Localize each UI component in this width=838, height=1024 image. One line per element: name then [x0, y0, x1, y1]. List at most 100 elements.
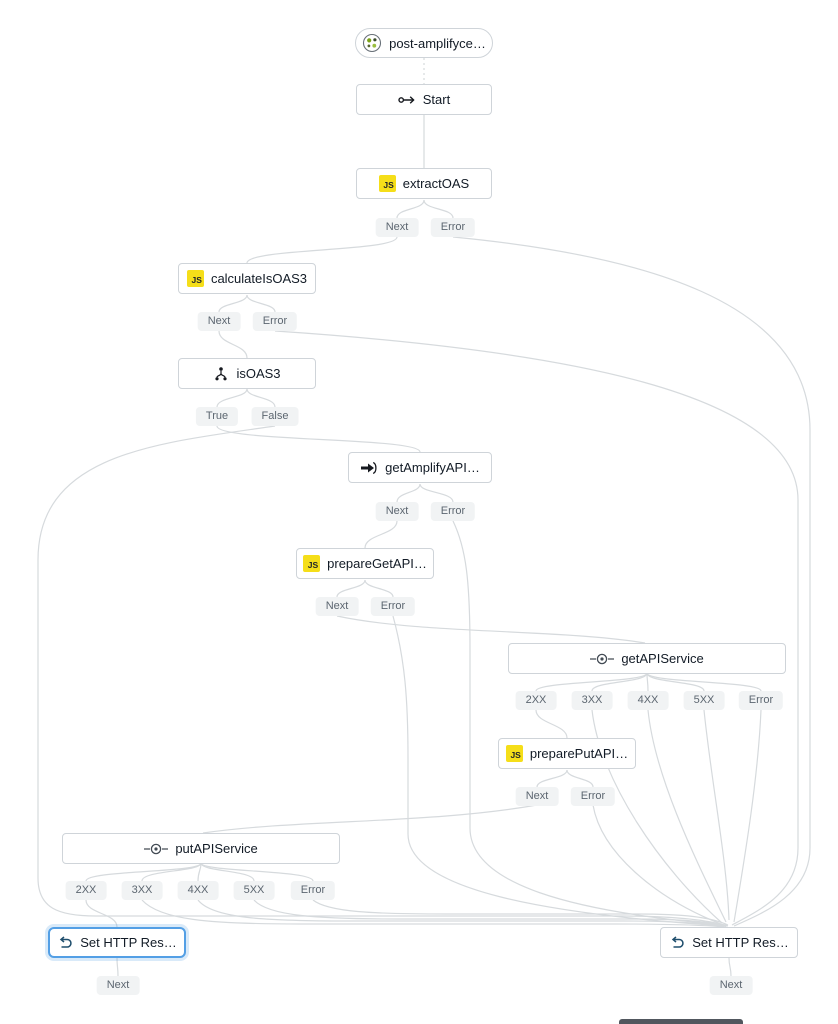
edge	[452, 520, 727, 926]
node-label: preparePutAPI…	[529, 746, 629, 761]
edge	[312, 899, 729, 926]
node-label: Set HTTP Res…	[692, 935, 789, 950]
edge	[141, 899, 727, 928]
edge	[85, 899, 118, 928]
node-extract-oas[interactable]: JS extractOAS	[356, 168, 492, 199]
edge-stub	[216, 388, 248, 408]
port-chip-true[interactable]: True	[195, 407, 239, 426]
api-call-icon	[590, 652, 615, 666]
floating-panel-edge	[619, 1019, 743, 1024]
workflow-trigger-node[interactable]: post-amplifyce…	[355, 28, 493, 58]
node-set-http-response-left[interactable]: Set HTTP Res…	[48, 927, 186, 958]
port-chip-4xx[interactable]: 4XX	[627, 691, 669, 710]
edge-stub	[200, 862, 314, 882]
node-label: prepareGetAPI…	[327, 556, 427, 571]
edge-stub	[200, 862, 255, 882]
node-start[interactable]: Start	[356, 84, 492, 115]
port-chip-next[interactable]: Next	[709, 976, 753, 995]
port-chip-next[interactable]: Next	[375, 218, 419, 237]
choice-icon	[213, 366, 229, 382]
edge	[535, 709, 568, 739]
edge	[733, 709, 762, 923]
edge-stub	[646, 672, 762, 692]
node-label: getAmplifyAPI…	[385, 460, 480, 475]
node-label: Start	[422, 92, 451, 107]
edge-stub	[535, 672, 648, 692]
edge-stub	[728, 957, 732, 977]
edge-stub	[396, 199, 425, 219]
response-icon	[669, 935, 685, 950]
port-chip-next[interactable]: Next	[96, 976, 140, 995]
edge	[218, 330, 248, 359]
node-set-http-response-right[interactable]: Set HTTP Res…	[660, 927, 798, 958]
port-chip-error[interactable]: Error	[370, 597, 416, 616]
port-chip-error[interactable]: Error	[738, 691, 784, 710]
edge	[246, 236, 398, 264]
edge-stub	[218, 294, 248, 313]
edge-stub	[246, 388, 276, 408]
port-chip-error[interactable]: Error	[430, 502, 476, 521]
edge-stub	[646, 672, 705, 692]
edge-stub	[646, 672, 649, 692]
node-label: Set HTTP Res…	[80, 935, 177, 950]
node-label: getAPIService	[621, 651, 704, 666]
port-chip-3xx[interactable]: 3XX	[571, 691, 613, 710]
port-chip-3xx[interactable]: 3XX	[121, 881, 163, 900]
edge	[197, 899, 728, 927]
edge-stub	[364, 579, 394, 598]
node-is-oas3[interactable]: isOAS3	[178, 358, 316, 389]
port-chip-4xx[interactable]: 4XX	[177, 881, 219, 900]
edge	[452, 236, 811, 927]
port-chip-next[interactable]: Next	[315, 597, 359, 616]
edge-stub	[141, 862, 202, 882]
node-get-api-service[interactable]: getAPIService	[508, 643, 786, 674]
edge	[647, 709, 727, 923]
js-icon: JS	[505, 745, 523, 762]
edge-stub	[396, 483, 421, 503]
workflow-icon	[362, 33, 382, 53]
port-chip-2xx[interactable]: 2XX	[65, 881, 107, 900]
start-icon	[398, 94, 416, 106]
port-chip-next[interactable]: Next	[515, 787, 559, 806]
node-prepare-get-api[interactable]: JS prepareGetAPI…	[296, 548, 434, 579]
edge-stub	[423, 199, 454, 219]
edge	[592, 804, 722, 925]
edge-stub	[246, 294, 276, 313]
js-icon: JS	[378, 175, 396, 192]
port-chip-error[interactable]: Error	[252, 312, 298, 331]
edge-stub	[536, 769, 568, 788]
edge	[364, 520, 398, 549]
edge-stub	[336, 579, 366, 598]
port-chip-error[interactable]: Error	[430, 218, 476, 237]
edge	[274, 330, 799, 926]
edge	[202, 804, 538, 834]
port-chip-next[interactable]: Next	[375, 502, 419, 521]
port-chip-5xx[interactable]: 5XX	[683, 691, 725, 710]
node-get-amplify-api[interactable]: getAmplifyAPI…	[348, 452, 492, 483]
edge-stub	[116, 957, 119, 977]
node-label: calculateIsOAS3	[210, 271, 308, 286]
edge-stub	[566, 769, 594, 788]
node-calculate-is-oas3[interactable]: JS calculateIsOAS3	[178, 263, 316, 294]
port-chip-next[interactable]: Next	[197, 312, 241, 331]
api-call-icon	[144, 842, 169, 856]
node-label: extractOAS	[402, 176, 470, 191]
port-chip-2xx[interactable]: 2XX	[515, 691, 557, 710]
js-icon: JS	[186, 270, 204, 287]
port-chip-false[interactable]: False	[251, 407, 299, 426]
js-icon: JS	[303, 555, 321, 572]
edge	[253, 899, 728, 927]
edge	[703, 709, 730, 921]
port-chip-5xx[interactable]: 5XX	[233, 881, 275, 900]
edge-stub	[591, 672, 648, 692]
node-put-api-service[interactable]: putAPIService	[62, 833, 340, 864]
edge-stub	[197, 862, 202, 882]
edge-stub	[85, 862, 202, 882]
edge	[216, 425, 421, 453]
port-chip-error[interactable]: Error	[290, 881, 336, 900]
port-chip-error[interactable]: Error	[570, 787, 616, 806]
node-prepare-put-api[interactable]: JS preparePutAPI…	[498, 738, 636, 769]
node-label: putAPIService	[175, 841, 258, 856]
